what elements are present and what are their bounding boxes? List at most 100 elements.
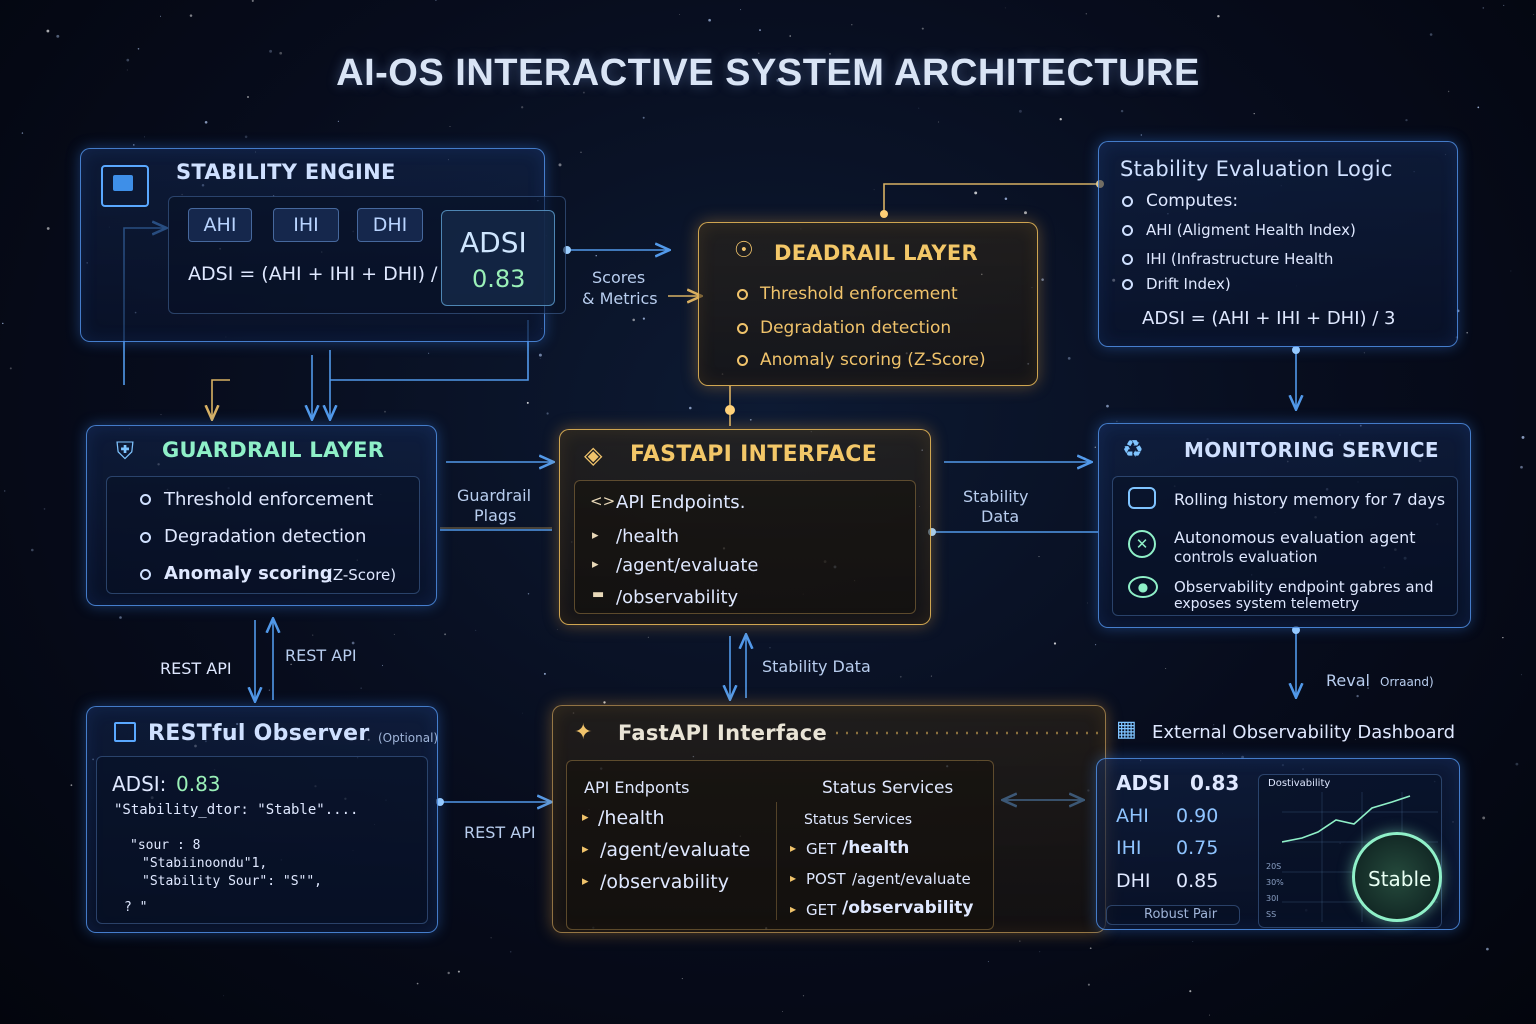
grid-icon: ▦ — [1116, 717, 1137, 742]
star — [987, 961, 989, 963]
fastapi-bottom-path-evaluate[interactable]: /agent/evaluate — [852, 870, 971, 888]
star — [1520, 674, 1522, 676]
star — [1217, 14, 1220, 18]
star — [782, 1011, 783, 1012]
star — [490, 937, 492, 939]
fastapi-top-endpoint-observability[interactable]: /observability — [616, 587, 739, 608]
bell-icon: ♻ — [1122, 435, 1144, 463]
star — [1059, 118, 1062, 121]
bullet — [737, 355, 748, 366]
star — [1067, 357, 1071, 360]
star — [244, 135, 248, 139]
star — [1011, 75, 1013, 77]
arrow-icon: ▸ — [790, 841, 797, 855]
star — [447, 971, 450, 975]
bullet — [1122, 254, 1133, 265]
star — [899, 675, 902, 678]
fastapi-bottom-col1-health[interactable]: /health — [598, 807, 665, 829]
dashboard-metric-dhi-value: 0.85 — [1176, 870, 1219, 892]
star — [133, 144, 135, 146]
star — [769, 647, 771, 649]
dashboard-footer-label: Robust Pair — [1144, 907, 1218, 922]
star — [1222, 752, 1223, 754]
restful-observer-title: RESTful Observer — [148, 721, 370, 746]
adsi-label: ADSI — [460, 226, 527, 259]
monitoring-item-agent-1: Autonomous evaluation agent — [1174, 528, 1416, 547]
bullet — [140, 532, 151, 543]
star — [1447, 90, 1450, 93]
fastapi-bottom-col1-evaluate[interactable]: /agent/evaluate — [600, 839, 751, 861]
fastapi-bottom-path-health[interactable]: /health — [842, 838, 910, 858]
star — [556, 629, 558, 630]
star — [1466, 331, 1469, 334]
fastapi-top-endpoint-evaluate[interactable]: /agent/evaluate — [616, 555, 759, 576]
star — [1094, 446, 1096, 448]
eval-formula: ADSI = (AHI + IHI + DHI) / 3 — [1142, 308, 1396, 329]
star — [351, 641, 355, 645]
star — [1038, 556, 1040, 558]
star — [642, 116, 645, 119]
star — [1087, 983, 1090, 986]
star — [1213, 724, 1215, 726]
bullet — [140, 569, 151, 580]
star — [522, 712, 523, 714]
guardrail-list-box — [106, 476, 420, 594]
star — [381, 664, 384, 667]
dashboard-chart-title: Dostivability — [1268, 778, 1331, 789]
fastapi-top-title: FASTAPI INTERFACE — [630, 442, 878, 467]
dashboard-tick-3: 30I — [1266, 894, 1279, 903]
star — [595, 255, 597, 257]
star — [160, 414, 162, 416]
star — [1019, 940, 1021, 942]
star — [582, 91, 585, 94]
monitoring-item-history: Rolling history memory for 7 days — [1174, 490, 1446, 509]
fastapi-top-endpoint-health[interactable]: /health — [616, 526, 680, 547]
deadrail-item-degradation: Degradation detection — [760, 318, 952, 338]
star — [1140, 134, 1142, 136]
star — [1482, 7, 1485, 9]
dashboard-metric-ahi-name: AHI — [1116, 805, 1149, 827]
star — [758, 52, 760, 54]
star — [46, 29, 50, 33]
star — [1209, 1014, 1210, 1016]
monitoring-item-agent-2: controls evaluation — [1174, 548, 1318, 566]
arrow-icon: ▸ — [592, 528, 599, 543]
arrow-icon: ▸ — [790, 871, 797, 885]
restful-adsi-value: 0.83 — [176, 772, 221, 796]
star — [223, 995, 225, 997]
star — [31, 548, 34, 552]
star — [1041, 278, 1044, 281]
restful-json-line-1: "Stability_dtor: "Stable".... — [114, 802, 359, 818]
star — [43, 508, 46, 510]
star — [1018, 109, 1022, 113]
star — [290, 663, 292, 665]
star — [749, 418, 752, 421]
dashboard-tick-4: SS — [1266, 910, 1277, 919]
star — [580, 151, 582, 154]
bullet — [737, 323, 748, 334]
star — [526, 401, 529, 404]
star — [527, 593, 530, 595]
star — [1520, 465, 1523, 469]
monitor-icon — [101, 165, 149, 207]
dashboard-metric-ihi-name: IHI — [1116, 837, 1142, 859]
fastapi-bottom-path-observability[interactable]: /observability — [842, 898, 974, 918]
dashboard-title: External Observability Dashboard — [1152, 722, 1456, 743]
monitoring-item-observability-2: exposes system telemetry — [1174, 596, 1360, 612]
star — [1363, 352, 1365, 354]
star — [689, 406, 692, 410]
star — [457, 970, 460, 973]
label-data: Data — [981, 507, 1020, 526]
star — [647, 636, 650, 638]
star — [393, 633, 395, 635]
fastapi-bottom-col1-observability[interactable]: /observability — [600, 871, 729, 893]
star — [3, 490, 6, 492]
star — [802, 995, 805, 997]
star — [1486, 947, 1489, 951]
guardrail-item-degradation: Degradation detection — [164, 526, 367, 547]
star — [1085, 13, 1087, 15]
star — [1165, 668, 1167, 669]
star — [918, 107, 920, 109]
star — [1477, 106, 1480, 109]
restful-optional-tag: (Optional) — [378, 731, 439, 745]
